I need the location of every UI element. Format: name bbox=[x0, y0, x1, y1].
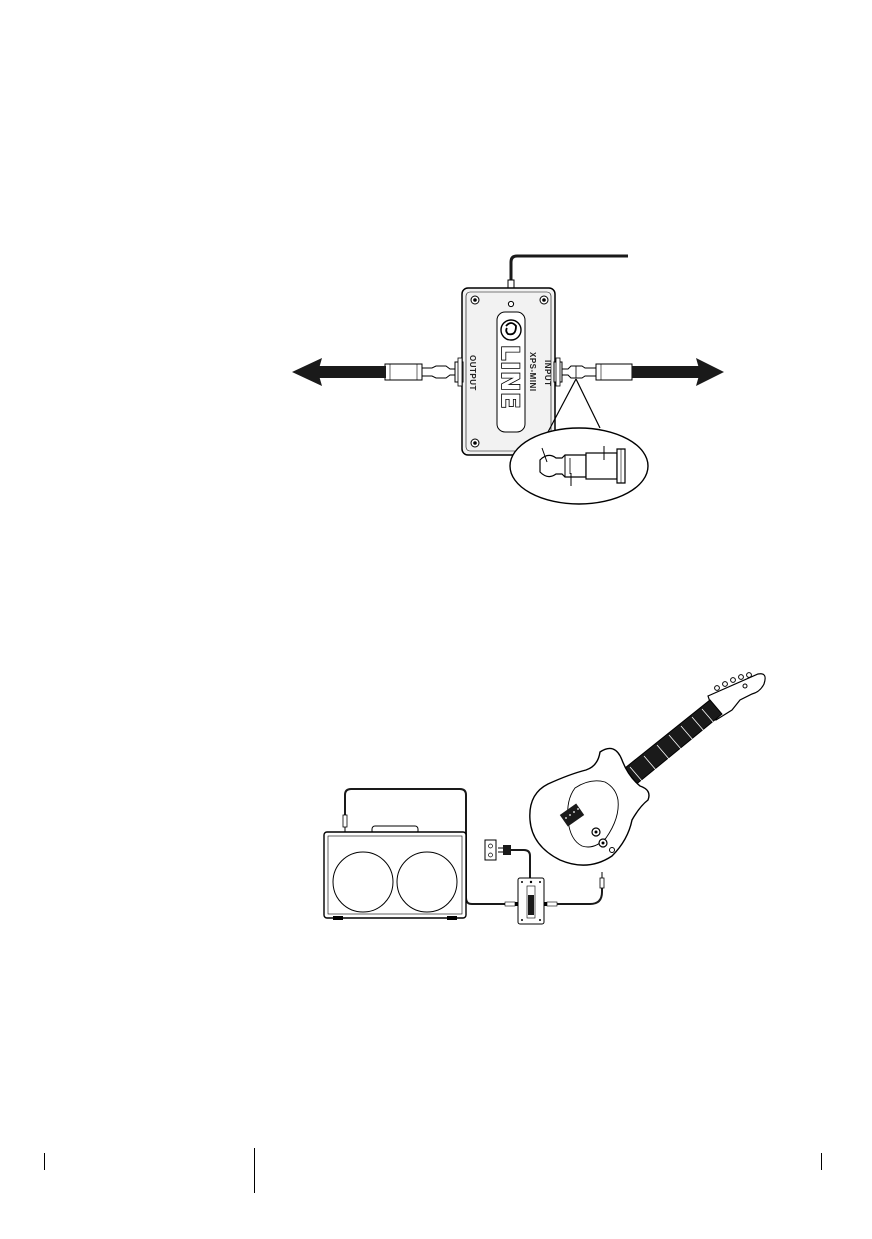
tone-knob-icon bbox=[598, 838, 608, 848]
device-body: LINE XPS-MINI OUTPUT INPUT bbox=[461, 287, 556, 456]
volume-knob-icon bbox=[591, 827, 601, 837]
page-mark-right bbox=[821, 1153, 822, 1170]
output-plug bbox=[384, 363, 456, 381]
power-cable bbox=[509, 254, 628, 282]
trs-plug-icon bbox=[509, 427, 649, 505]
wall-outlet-icon bbox=[484, 839, 497, 861]
guitar bbox=[529, 672, 766, 866]
guitar-cable bbox=[557, 888, 603, 905]
page-mark-mid bbox=[254, 1148, 255, 1193]
device-small bbox=[517, 877, 545, 925]
input-label: INPUT bbox=[543, 360, 552, 387]
arrow-left-icon bbox=[292, 358, 386, 386]
speaker-icon bbox=[396, 851, 458, 913]
tuning-peg-icon bbox=[714, 672, 752, 691]
amp-cable bbox=[344, 788, 505, 905]
line6-badge-icon bbox=[500, 319, 522, 341]
arrow-right-icon bbox=[632, 358, 724, 386]
device-diagram: LINE XPS-MINI OUTPUT INPUT bbox=[292, 254, 724, 505]
led-icon bbox=[507, 300, 515, 308]
model-label: XPS-MINI bbox=[528, 352, 537, 392]
page-mark-left bbox=[44, 1153, 45, 1170]
speaker-icon bbox=[332, 851, 394, 913]
input-plug bbox=[561, 363, 633, 381]
output-label: OUTPUT bbox=[468, 355, 477, 391]
amplifier bbox=[323, 825, 467, 920]
brand-logo: LINE bbox=[496, 345, 524, 410]
